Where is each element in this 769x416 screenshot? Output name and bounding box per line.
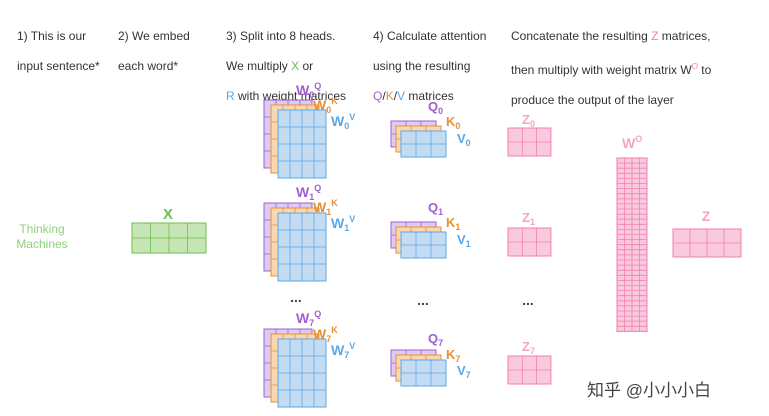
watermark: 知乎 @小小小白 <box>587 381 711 400</box>
qkv-stack-7 <box>390 349 447 387</box>
input-sentence: Thinking Machines <box>12 222 72 252</box>
v7-label: V7 <box>457 363 471 380</box>
x-matrix-grid <box>131 222 207 254</box>
w7k-label: W7K <box>313 325 338 344</box>
w7v-label: W7V <box>331 341 355 360</box>
step-3-line-2: We multiply X or <box>226 59 314 73</box>
step-1-line-1: 1) This is our <box>17 29 87 43</box>
v-matrix <box>400 359 447 387</box>
weight-stack-1 <box>263 202 327 282</box>
wo-grid <box>616 157 648 332</box>
z7-label: Z7 <box>522 339 535 356</box>
step-5-header: Concatenate the resulting Z matrices, th… <box>511 14 711 123</box>
step-5-line-3: produce the output of the layer <box>511 93 674 107</box>
wo-label: WO <box>622 134 642 151</box>
wo-matrix <box>616 157 648 332</box>
v0-label: V0 <box>457 131 471 148</box>
v-matrix <box>400 231 447 259</box>
weight-stack-0 <box>263 99 327 179</box>
x-embedding-matrix <box>131 222 207 254</box>
z-matrix-0 <box>507 127 552 157</box>
step-3-r-symbol: R <box>226 89 235 103</box>
v1-label: V1 <box>457 232 471 249</box>
z0-label: Z0 <box>522 112 535 129</box>
q0-label: Q0 <box>428 99 443 116</box>
qkv-stack-0 <box>390 120 447 158</box>
step-4-line-3: Q/K/V matrices <box>373 89 454 103</box>
z-grid-0 <box>507 127 552 157</box>
wv-matrix <box>277 212 327 282</box>
z-grid-7 <box>507 355 552 385</box>
head-7: W7Q W7K W7V Q7 K7 V7 Z7 <box>263 309 552 408</box>
w0v-label: W0V <box>331 112 355 131</box>
step-2-header: 2) We embed each word* <box>118 14 190 89</box>
step-4-header: 4) Calculate attention using the resulti… <box>373 14 486 119</box>
step-2-line-1: 2) We embed <box>118 29 190 43</box>
step-3-x-symbol: X <box>291 59 300 73</box>
z-output-grid <box>672 228 742 258</box>
step-4-line-1: 4) Calculate attention <box>373 29 487 43</box>
z-matrix-1 <box>507 227 552 257</box>
w1k-label: W1K <box>313 198 338 217</box>
step-1-header: 1) This is our input sentence* <box>17 14 100 89</box>
step-4-line-2: using the resulting <box>373 59 471 73</box>
z-matrix-7 <box>507 355 552 385</box>
ellipsis-weights: ... <box>290 289 302 305</box>
ellipsis-qkv: ... <box>417 292 429 308</box>
z1-label: Z1 <box>522 210 535 227</box>
step-5-line-1: Concatenate the resulting Z matrices, <box>511 29 711 43</box>
wv-matrix <box>277 338 327 408</box>
input-word-thinking: Thinking <box>19 222 65 236</box>
ellipsis-z: ... <box>522 292 534 308</box>
qkv-stack-1 <box>390 221 447 259</box>
step-5-line-2: then multiply with weight matrix WO to <box>511 62 712 77</box>
z-output-matrix <box>672 228 742 258</box>
w1v-label: W1V <box>331 214 355 233</box>
input-word-machines: Machines <box>16 237 68 251</box>
w0q-label: W0Q <box>296 81 321 100</box>
wv-matrix <box>277 109 327 179</box>
step-2-line-2: each word* <box>118 59 179 73</box>
v-matrix <box>400 130 447 158</box>
k7-label: K7 <box>446 347 460 364</box>
z-output-label: Z <box>702 208 711 224</box>
k0-label: K0 <box>446 114 460 131</box>
q7-label: Q7 <box>428 331 443 348</box>
step-1-line-2: input sentence* <box>17 59 100 73</box>
step-3-line-1: 3) Split into 8 heads. <box>226 29 336 43</box>
q1-label: Q1 <box>428 200 443 217</box>
w1q-label: W1Q <box>296 183 321 202</box>
k1-label: K1 <box>446 215 460 232</box>
z-grid-1 <box>507 227 552 257</box>
w0k-label: W0K <box>313 96 338 115</box>
x-label: X <box>163 206 173 223</box>
w7q-label: W7Q <box>296 309 321 328</box>
weight-stack-7 <box>263 328 327 408</box>
head-0: W0Q W0K W0V Q0 K0 V0 Z0 <box>263 81 552 179</box>
head-1: W1Q W1K W1V Q1 K1 V1 Z1 <box>263 183 552 282</box>
